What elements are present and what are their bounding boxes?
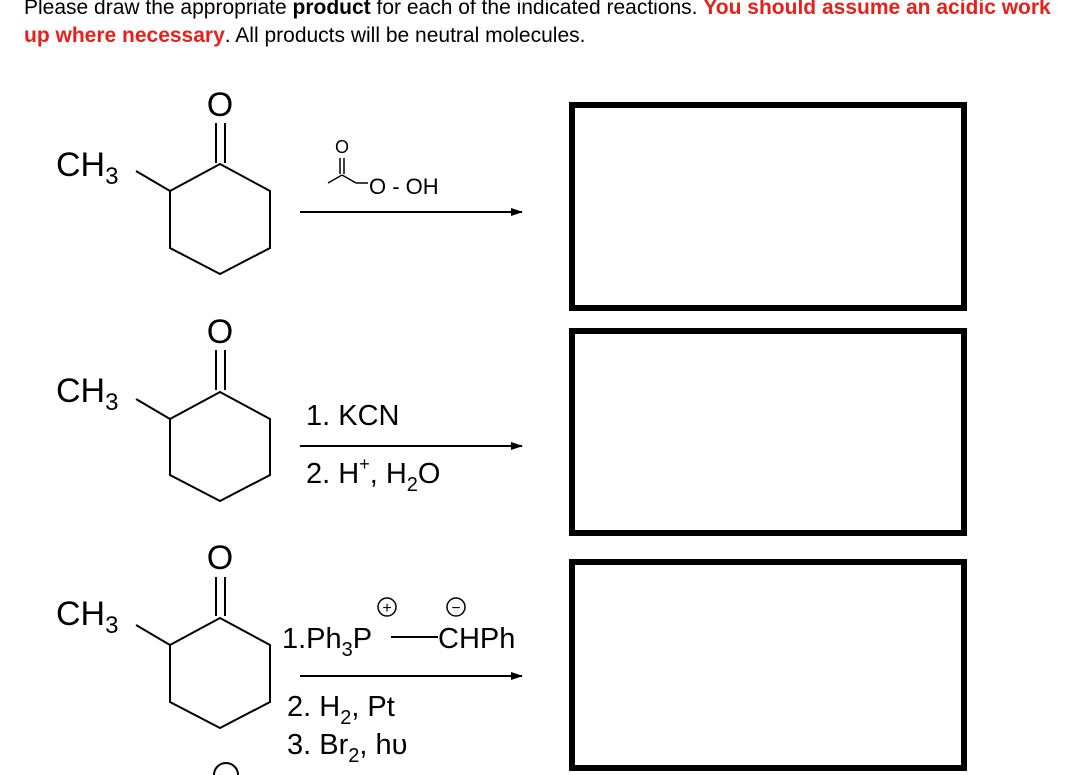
- reaction-3: O CH3 + − 1.Ph3P CHPh 2. H2, Pt 3. Br2, …: [56, 539, 967, 771]
- peracetic-acid-structure: [327, 158, 368, 184]
- next-structure-fragment: [213, 762, 239, 775]
- ylide-carbon-label: CHPh: [438, 623, 515, 655]
- positive-charge-icon: [377, 597, 397, 617]
- answer-box-3[interactable]: [569, 559, 967, 771]
- cyclohexanone-structure-1: [135, 123, 271, 276]
- methyl-label: CH3: [56, 146, 118, 190]
- carbonyl-oxygen-label: O: [207, 86, 233, 124]
- reaction-1: O CH3 O O - OH: [56, 86, 967, 311]
- peroxy-group-label: O - OH: [369, 174, 439, 199]
- instructions-part1: Please draw the appropriate: [24, 0, 293, 19]
- wittig-reagent-label: 1.Ph3P: [282, 623, 372, 661]
- instructions-bold: product: [292, 0, 371, 19]
- reagent-step-1: 1. KCN: [306, 400, 399, 432]
- reagent-step-2: 2. H+, H2O: [306, 454, 440, 496]
- instructions-text: Please draw the appropriate product for …: [24, 0, 1074, 50]
- answer-box-1[interactable]: [569, 102, 967, 311]
- reagent-step-2: 2. H2, Pt: [287, 691, 395, 729]
- methyl-label: CH3: [56, 372, 118, 416]
- carbonyl-oxygen-label: O: [207, 539, 233, 577]
- positive-charge-symbol: +: [382, 600, 391, 617]
- reagent-step-3: 3. Br2, hυ: [287, 729, 407, 767]
- cyclohexanone-structure-2: [135, 350, 271, 503]
- cyclohexanone-structure-3: [135, 577, 271, 730]
- reaction-2: O CH3 1. KCN 2. H+, H2O: [56, 313, 967, 536]
- instructions-part2: for each of the indicated reactions.: [370, 0, 704, 19]
- instructions-warning: You should assume an acidic work up wher…: [24, 0, 1051, 47]
- instructions-part3: . All products will be neutral molecules…: [224, 24, 586, 47]
- carbonyl-oxygen-label: O: [207, 313, 233, 351]
- answer-box-2[interactable]: [569, 328, 967, 536]
- negative-charge-symbol: −: [451, 600, 460, 617]
- negative-charge-icon: [446, 597, 466, 617]
- peracid-carbonyl-oxygen: O: [335, 137, 349, 157]
- methyl-label: CH3: [56, 595, 118, 639]
